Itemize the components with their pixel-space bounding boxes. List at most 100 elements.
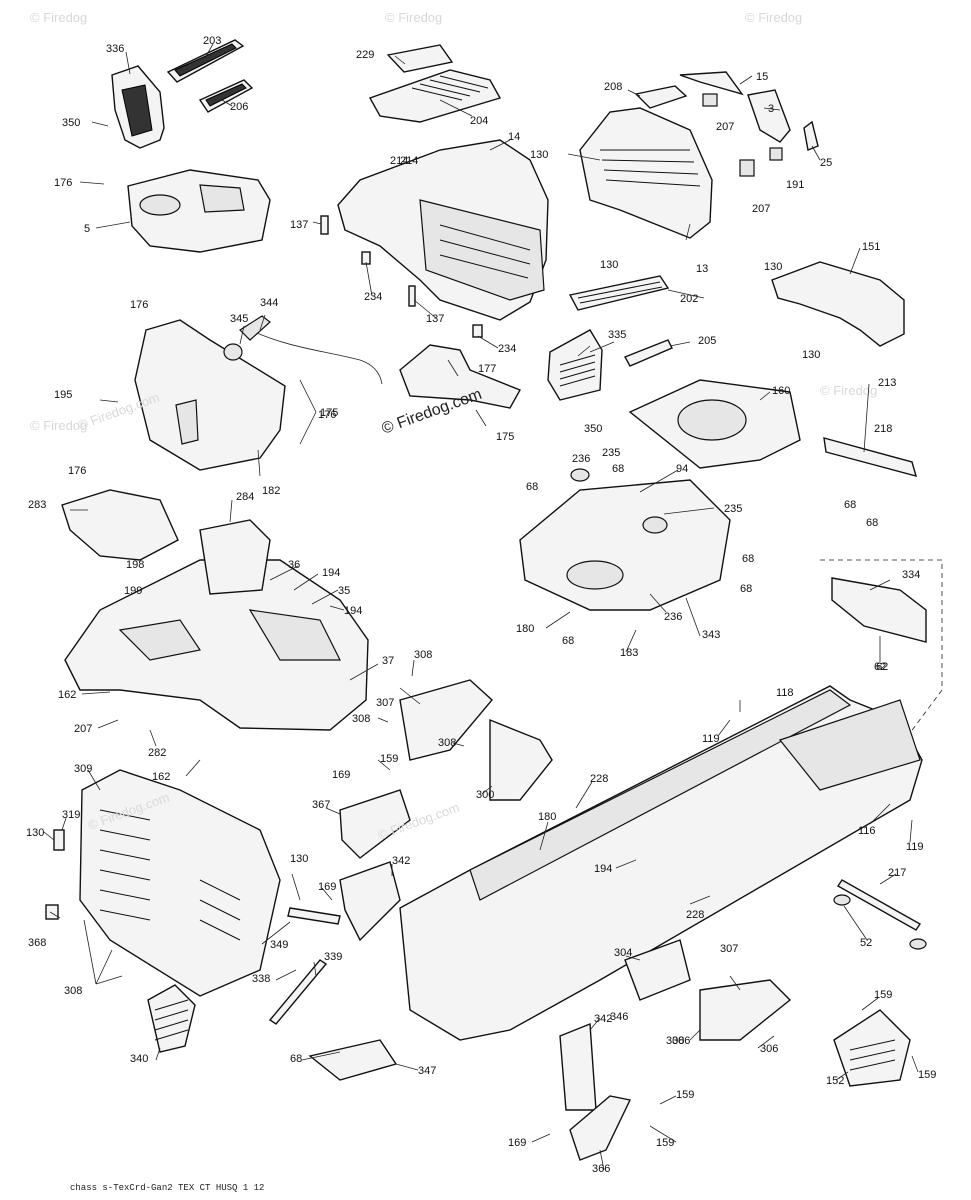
foot-pad-340	[147, 984, 196, 1053]
callout-176-d: 176	[318, 409, 336, 421]
callout-194-b: 194	[344, 605, 362, 617]
callout-343: 343	[702, 629, 720, 641]
callout-36: 36	[288, 559, 300, 571]
callout-94: 94	[676, 463, 688, 475]
bracket-304	[624, 939, 691, 1001]
callout-130-d: 130	[802, 349, 820, 361]
callout-5: 5	[84, 223, 90, 235]
corner-watermark-4: © Firedog	[30, 418, 87, 433]
callout-62-a: 62	[874, 661, 886, 673]
washer-52-a	[833, 894, 851, 906]
callout-169-a: 169	[332, 769, 350, 781]
callout-228-b: 228	[686, 909, 704, 921]
callout-308-a: 308	[414, 649, 432, 661]
callout-13: 13	[696, 263, 708, 275]
callout-198: 198	[126, 559, 144, 571]
callout-340: 340	[130, 1053, 148, 1065]
callout-130-f: 130	[290, 853, 308, 865]
dash-panel-5	[127, 169, 271, 253]
callout-68-a: 68	[612, 463, 624, 475]
callout-308-b: 308	[352, 713, 370, 725]
callout-175-b: 175	[496, 431, 514, 443]
callout-130-a: 130	[530, 149, 548, 161]
callout-346: 346	[610, 1011, 628, 1023]
callout-235-b: 235	[724, 503, 742, 515]
callout-199: 199	[124, 585, 142, 597]
callout-236-a: 236	[572, 453, 590, 465]
callout-204: 204	[470, 115, 488, 127]
callout-195: 195	[54, 389, 72, 401]
grille-203	[166, 39, 245, 83]
strip-205	[624, 339, 673, 367]
callout-169-b: 169	[318, 881, 336, 893]
callout-180-a: 180	[516, 623, 534, 635]
callout-205: 205	[698, 335, 716, 347]
callout-62-b: 62	[876, 661, 888, 673]
callout-207-c: 207	[752, 203, 770, 215]
callout-68-h: 68	[290, 1053, 302, 1065]
callout-119-a: 119	[702, 733, 720, 745]
callout-130-e: 130	[26, 827, 44, 839]
callout-234-a: 234	[364, 291, 382, 303]
callout-342-b: 342	[594, 1013, 612, 1025]
bulb-207-a	[702, 93, 718, 107]
callout-116: 116	[858, 825, 876, 837]
callout-15: 15	[756, 71, 768, 83]
console-284	[199, 519, 271, 595]
footer-code: chass s-TexCrd-Gan2 TEX CT HUSQ 1 12	[70, 1183, 264, 1193]
callout-160: 160	[772, 385, 790, 397]
callout-68-b: 68	[526, 481, 538, 493]
callout-162-a: 162	[58, 689, 76, 701]
callout-339: 339	[324, 951, 342, 963]
bracket-177	[399, 344, 521, 409]
callout-194-a: 194	[322, 567, 340, 579]
callout-213: 213	[878, 377, 896, 389]
bracket-307-b	[699, 979, 792, 1041]
callout-68-f: 68	[562, 635, 574, 647]
callout-345: 345	[230, 313, 248, 325]
callout-236-b: 236	[664, 611, 682, 623]
callout-342-a: 342	[392, 855, 410, 867]
callout-118: 118	[776, 687, 794, 699]
hood-front-13	[579, 107, 713, 239]
bracket-151	[771, 261, 905, 347]
grille-202	[568, 275, 670, 311]
callout-306-a: 306	[760, 1043, 778, 1055]
socket-191	[769, 147, 783, 161]
fender-283	[61, 489, 179, 561]
callout-234-b: 234	[498, 343, 516, 355]
callout-319: 319	[62, 809, 80, 821]
callout-284: 284	[236, 491, 254, 503]
callout-307-b: 307	[720, 943, 738, 955]
plate-94	[519, 468, 731, 611]
callout-176-a: 176	[54, 177, 72, 189]
callout-159-c: 159	[918, 1069, 936, 1081]
callout-180-b: 180	[538, 811, 556, 823]
headlight-3	[747, 89, 791, 143]
callout-130-b: 130	[600, 259, 618, 271]
callout-202: 202	[680, 293, 698, 305]
callout-14: 14	[508, 131, 520, 143]
callout-229: 229	[356, 49, 374, 61]
callout-159-b: 159	[874, 989, 892, 1001]
plate-160	[628, 379, 801, 469]
callout-159-e: 159	[656, 1137, 674, 1149]
callout-37: 37	[382, 655, 394, 667]
callout-177: 177	[478, 363, 496, 375]
callout-228-a: 228	[590, 773, 608, 785]
callout-304: 304	[614, 947, 632, 959]
callout-159-d: 159	[676, 1089, 694, 1101]
callout-130-c: 130	[764, 261, 782, 273]
callout-68-g: 68	[742, 553, 754, 565]
bracket-367	[339, 789, 411, 859]
bar-218	[823, 437, 918, 477]
bracket-366	[569, 1095, 632, 1161]
callout-217: 217	[888, 867, 906, 879]
callout-338: 338	[252, 973, 270, 985]
callout-368: 368	[28, 937, 46, 949]
bumper-137-a	[320, 215, 329, 235]
grille-206	[198, 79, 254, 113]
callout-137-b: 137	[426, 313, 444, 325]
corner-watermark-3: © Firedog	[745, 10, 802, 25]
callout-206: 206	[230, 101, 248, 113]
